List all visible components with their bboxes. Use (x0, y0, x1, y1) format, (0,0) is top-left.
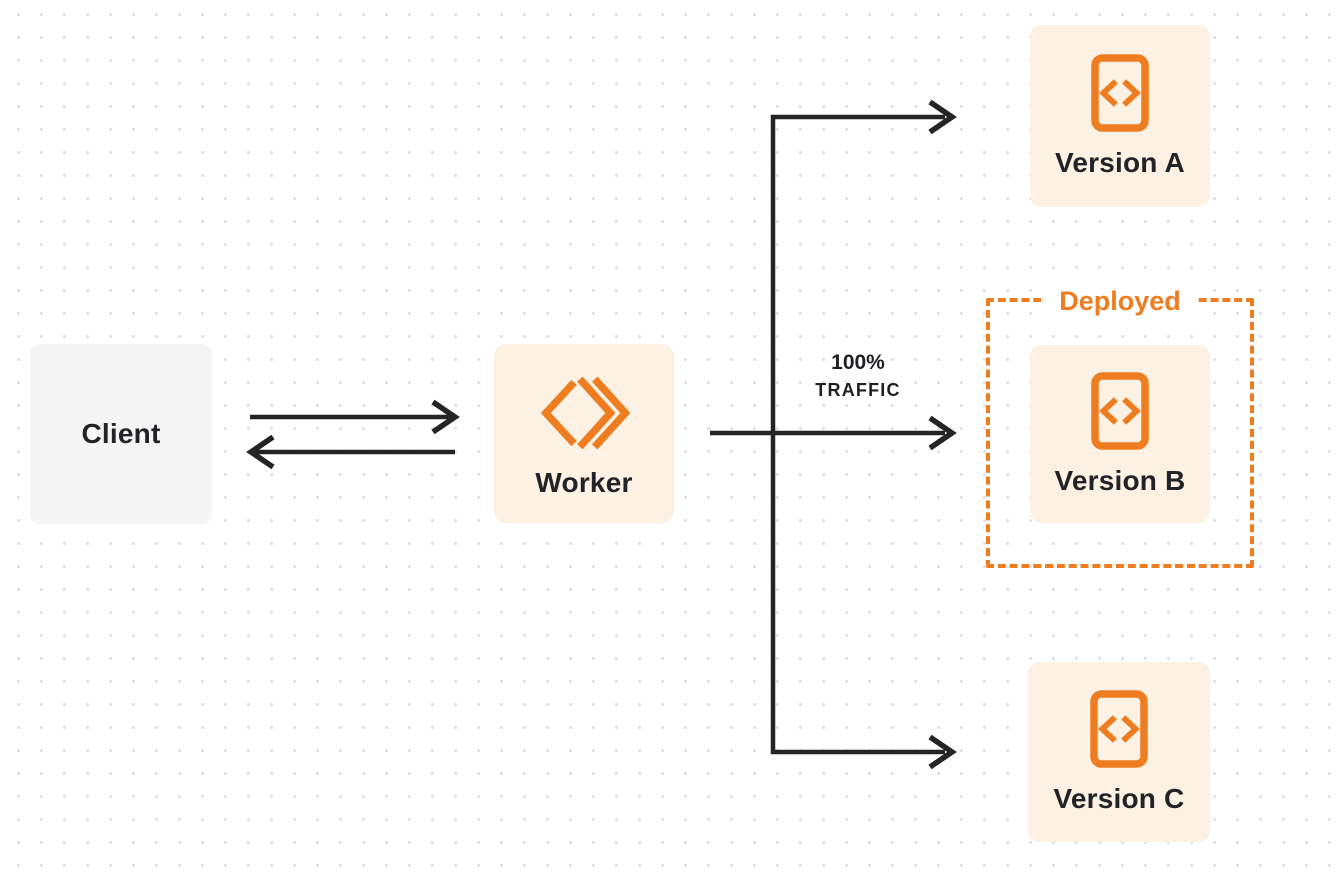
deployed-label: Deployed (1045, 284, 1195, 318)
version-b-node: Version B (1030, 345, 1210, 523)
version-c-node: Version C (1028, 662, 1210, 842)
code-file-icon (1090, 371, 1150, 451)
worker-label: Worker (535, 466, 633, 498)
traffic-percent-text: 100% (831, 351, 885, 374)
version-b-label: Version B (1054, 465, 1186, 496)
version-c-label: Version C (1053, 783, 1185, 814)
client-label: Client (81, 418, 161, 449)
worker-node: Worker (494, 344, 674, 523)
code-file-icon (1090, 53, 1150, 133)
arrow-client-to-worker (250, 399, 460, 435)
arrowhead-version-c (928, 734, 957, 770)
arrow-worker-split (710, 99, 957, 770)
traffic-word-text: TRAFFIC (815, 380, 901, 400)
version-a-label: Version A (1055, 147, 1185, 178)
client-node: Client (30, 344, 212, 524)
traffic-annotation: 100% TRAFFIC (790, 349, 926, 403)
workers-logo-icon (536, 369, 632, 457)
arrowhead-version-b (928, 415, 957, 451)
code-file-icon (1089, 689, 1149, 769)
deployed-frame: Deployed (986, 284, 1254, 568)
arrow-worker-to-client (246, 434, 455, 470)
arrowhead-version-a (928, 99, 957, 135)
version-a-node: Version A (1030, 25, 1210, 207)
